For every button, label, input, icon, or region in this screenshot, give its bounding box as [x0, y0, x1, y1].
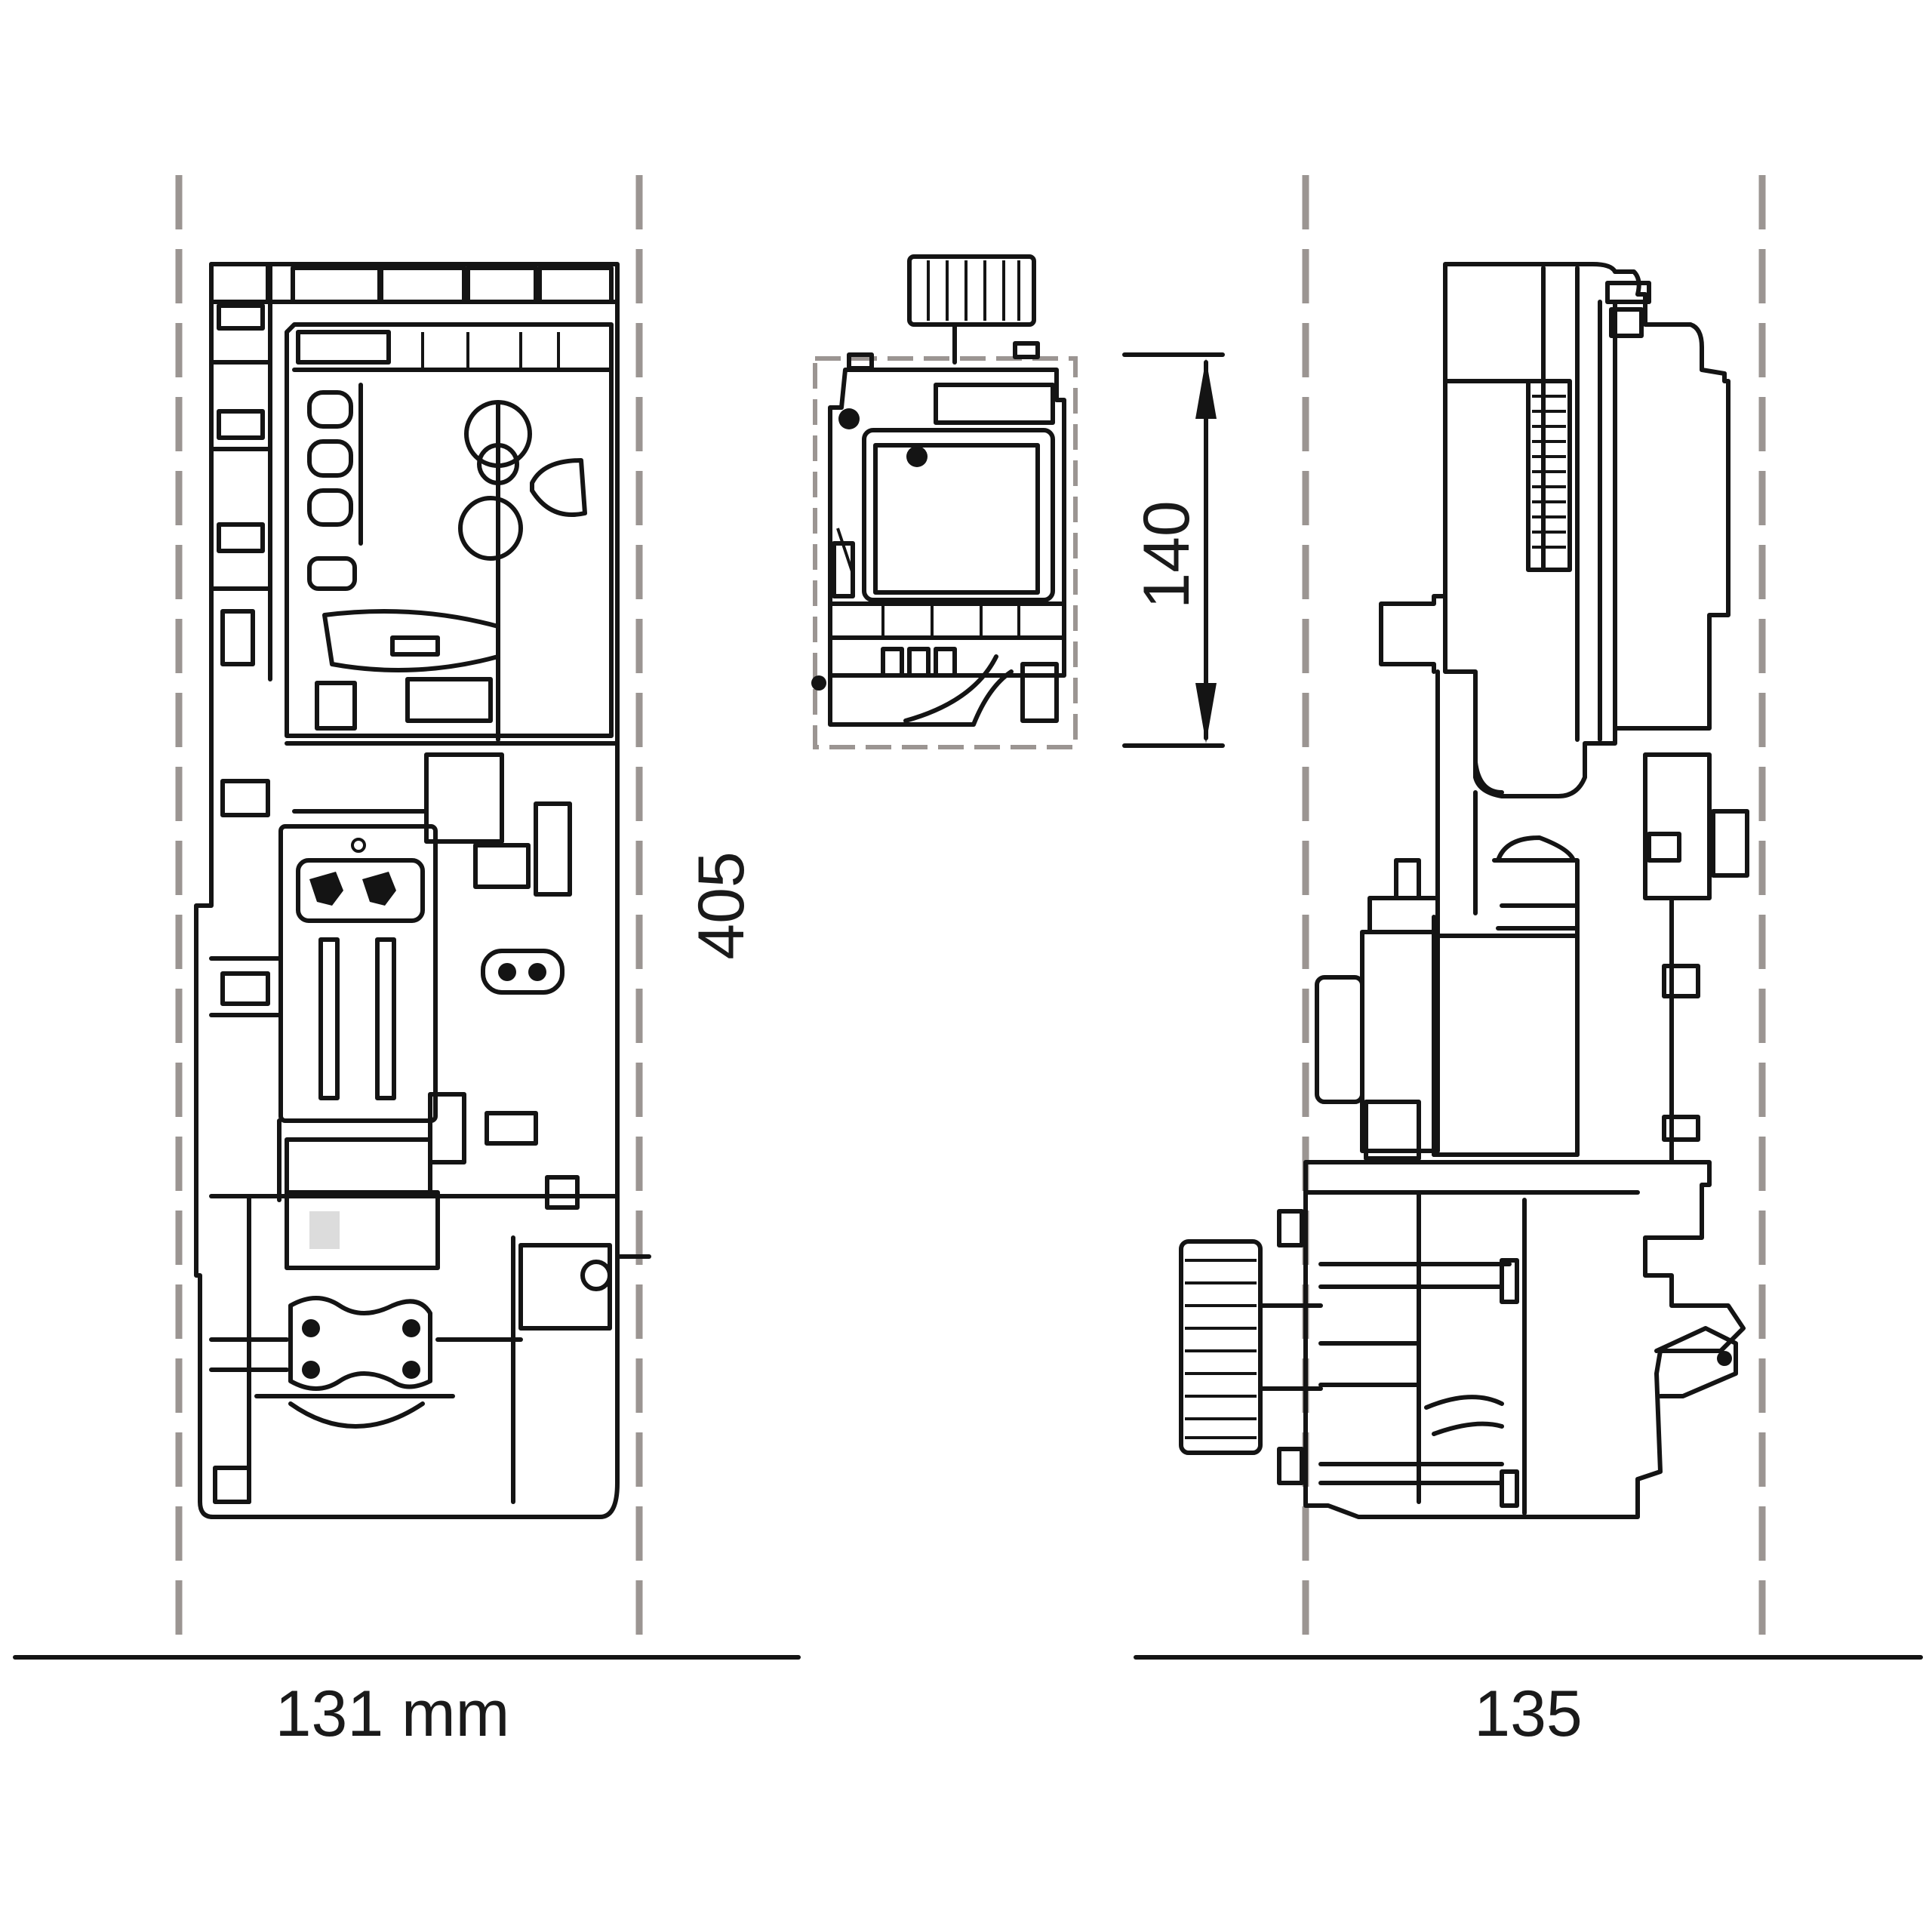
dimension-405: 405: [685, 851, 758, 960]
front-view: [194, 262, 651, 1519]
dimension-135: 135: [1134, 1655, 1923, 1750]
side-width-label: 135: [1474, 1678, 1583, 1750]
top-height-label: 140: [1131, 500, 1203, 609]
dimension-140: 140: [1122, 352, 1225, 748]
front-width-label: 131 mm: [275, 1678, 510, 1750]
top-view: [811, 254, 1078, 749]
side-view: [1179, 262, 1749, 1519]
front-height-label: 405: [685, 851, 758, 960]
dimension-131: 131 mm: [13, 1655, 801, 1750]
